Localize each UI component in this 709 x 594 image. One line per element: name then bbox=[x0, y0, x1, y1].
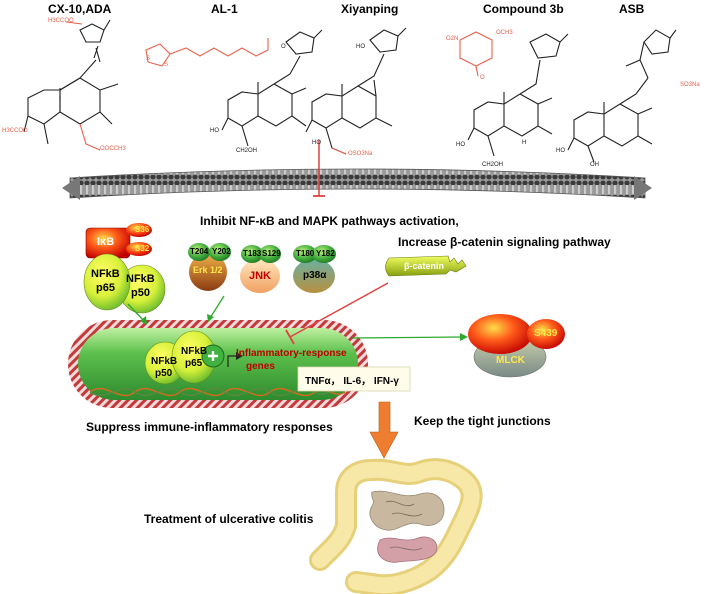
chem-al1-ho: HO bbox=[210, 128, 219, 134]
p38-shape bbox=[293, 259, 335, 293]
small-intestine-shape bbox=[369, 490, 445, 531]
chem-asb-so3na: SO3Na bbox=[680, 82, 700, 88]
nfkb-p65-shape bbox=[83, 253, 131, 311]
ikb-complex bbox=[83, 223, 166, 314]
chem-xiy-ho-top: HO bbox=[356, 44, 365, 50]
chem-al1-ch2oh: CH2OH bbox=[236, 148, 258, 154]
label-jnk-t: T183 bbox=[243, 249, 262, 258]
chem-c3b-ho: HO bbox=[456, 142, 465, 148]
compound-name-al1: AL-1 bbox=[211, 2, 238, 16]
beta-catenin-shape bbox=[385, 255, 467, 277]
chem-asb-oh: OH bbox=[590, 162, 599, 168]
label-nucleus-nfkb-p65-b: p65 bbox=[185, 358, 203, 369]
structure-cx10 bbox=[23, 19, 119, 151]
label-nucleus-nfkb-p50-a: NFkB bbox=[151, 356, 178, 367]
arrow-mapk-to-nucleus bbox=[209, 295, 225, 319]
label-mlck-s439: S439 bbox=[534, 328, 558, 339]
chem-al1-o: O bbox=[281, 44, 286, 50]
label-ikb: IκB bbox=[97, 236, 115, 248]
compound-name-xiyanping: Xiyanping bbox=[341, 2, 399, 16]
chem-xiy-oso3na: OSO3Na bbox=[348, 151, 373, 157]
mapk-group bbox=[188, 243, 336, 293]
label-nucleus-nfkb-p65-a: NFkB bbox=[181, 346, 208, 357]
compound-name-cx10: CX-10,ADA bbox=[48, 2, 112, 16]
text-inhibit-pathways: Inhibit NF-κB and MAPK pathways activati… bbox=[200, 214, 459, 228]
arrow-to-mlck bbox=[351, 336, 463, 339]
chem-cx10-acetyl-ch2: OOCCH3 bbox=[100, 146, 126, 152]
label-erk-t: T204 bbox=[190, 247, 209, 256]
chem-c3b-och3: OCH3 bbox=[496, 30, 513, 36]
chem-c3b-o: O bbox=[480, 75, 485, 81]
label-beta-catenin: β-catenin bbox=[404, 261, 444, 271]
arrow-nfkb-to-nucleus bbox=[127, 303, 146, 323]
text-keep-tight-junctions: Keep the tight junctions bbox=[414, 414, 551, 428]
label-erk-y: Y202 bbox=[212, 247, 231, 256]
label-jnk: JNK bbox=[249, 270, 272, 282]
structure-al1 bbox=[145, 29, 323, 147]
chem-xiy-ho: HO bbox=[312, 140, 321, 146]
inhibition-line-bcatenin bbox=[289, 282, 389, 338]
label-nucleus-nfkb-p50-b: p50 bbox=[155, 368, 173, 379]
nucleus bbox=[68, 320, 368, 408]
jnk-s-shape bbox=[259, 245, 281, 263]
structure-xiyanping bbox=[305, 27, 407, 155]
label-s36: S36 bbox=[135, 225, 150, 234]
colon-highlight bbox=[312, 461, 480, 594]
erk-y-shape bbox=[209, 243, 231, 261]
p38-t-shape bbox=[293, 245, 317, 263]
dna-strand-b bbox=[89, 387, 346, 397]
chem-c3b-h: H bbox=[522, 140, 527, 146]
jnk-shape bbox=[240, 259, 280, 293]
label-p38: p38α bbox=[303, 270, 327, 281]
structure-asb bbox=[567, 29, 677, 163]
label-cytokines: TNFα， IL-6， IFN-γ bbox=[305, 376, 399, 387]
label-mlck: MLCK bbox=[496, 355, 525, 366]
label-nfkb-p65-a: NFkB bbox=[91, 268, 120, 280]
label-genes: genes bbox=[246, 361, 275, 372]
label-jnk-s: S129 bbox=[262, 249, 281, 258]
chem-asb-ho: HO bbox=[556, 148, 565, 154]
chem-c3b-ch2oh: CH2OH bbox=[482, 162, 504, 168]
mlck-s1760-shape bbox=[468, 314, 532, 354]
structure-compound3b bbox=[459, 31, 569, 157]
text-suppress-responses: Suppress immune-inflammatory responses bbox=[86, 420, 333, 434]
label-nfkb-p65-b: p65 bbox=[96, 282, 115, 294]
text-increase-bcatenin: Increase β-catenin signaling pathway bbox=[398, 235, 611, 249]
chemical-structures bbox=[23, 19, 677, 163]
chem-al1-s1: S bbox=[146, 56, 151, 62]
label-erk: Erk 1/2 bbox=[193, 265, 223, 275]
membrane-bar bbox=[62, 168, 652, 200]
label-p38-t: T180 bbox=[296, 249, 315, 258]
cytokine-box bbox=[297, 366, 411, 392]
label-nfkb-p50-b: p50 bbox=[131, 287, 150, 299]
jnk-t-shape bbox=[241, 245, 263, 263]
compound-name-asb: ASB bbox=[619, 2, 645, 16]
erk-shape bbox=[189, 253, 227, 291]
label-inflammatory-genes: Inflammatory-response bbox=[236, 348, 347, 359]
chem-cx10-acetyl-top: H3CCOO bbox=[48, 18, 74, 24]
colon-illustration bbox=[309, 458, 483, 594]
intestine-lower-shape bbox=[377, 536, 438, 563]
label-p38-y: Y182 bbox=[316, 249, 335, 258]
chem-cx10-acetyl-left: H3CCOO bbox=[2, 128, 28, 134]
arrow-down-orange bbox=[369, 401, 399, 459]
compound-name-compound3b: Compound 3b bbox=[483, 2, 564, 16]
s32-shape bbox=[126, 242, 152, 256]
mlck-complex bbox=[468, 314, 565, 378]
label-s32: S32 bbox=[135, 244, 150, 253]
chem-c3b-o2n: O2N bbox=[446, 36, 459, 42]
s36-shape bbox=[126, 223, 152, 237]
inhibition-bar-bcatenin bbox=[285, 329, 295, 345]
mlck-s439-shape bbox=[527, 319, 565, 349]
label-nfkb-p50-a: NFkB bbox=[126, 273, 155, 285]
chem-al1-s2: S bbox=[164, 62, 169, 68]
text-treatment-uc: Treatment of ulcerative colitis bbox=[144, 512, 314, 526]
p38-y-shape bbox=[312, 245, 336, 263]
erk-t-shape bbox=[188, 243, 210, 261]
